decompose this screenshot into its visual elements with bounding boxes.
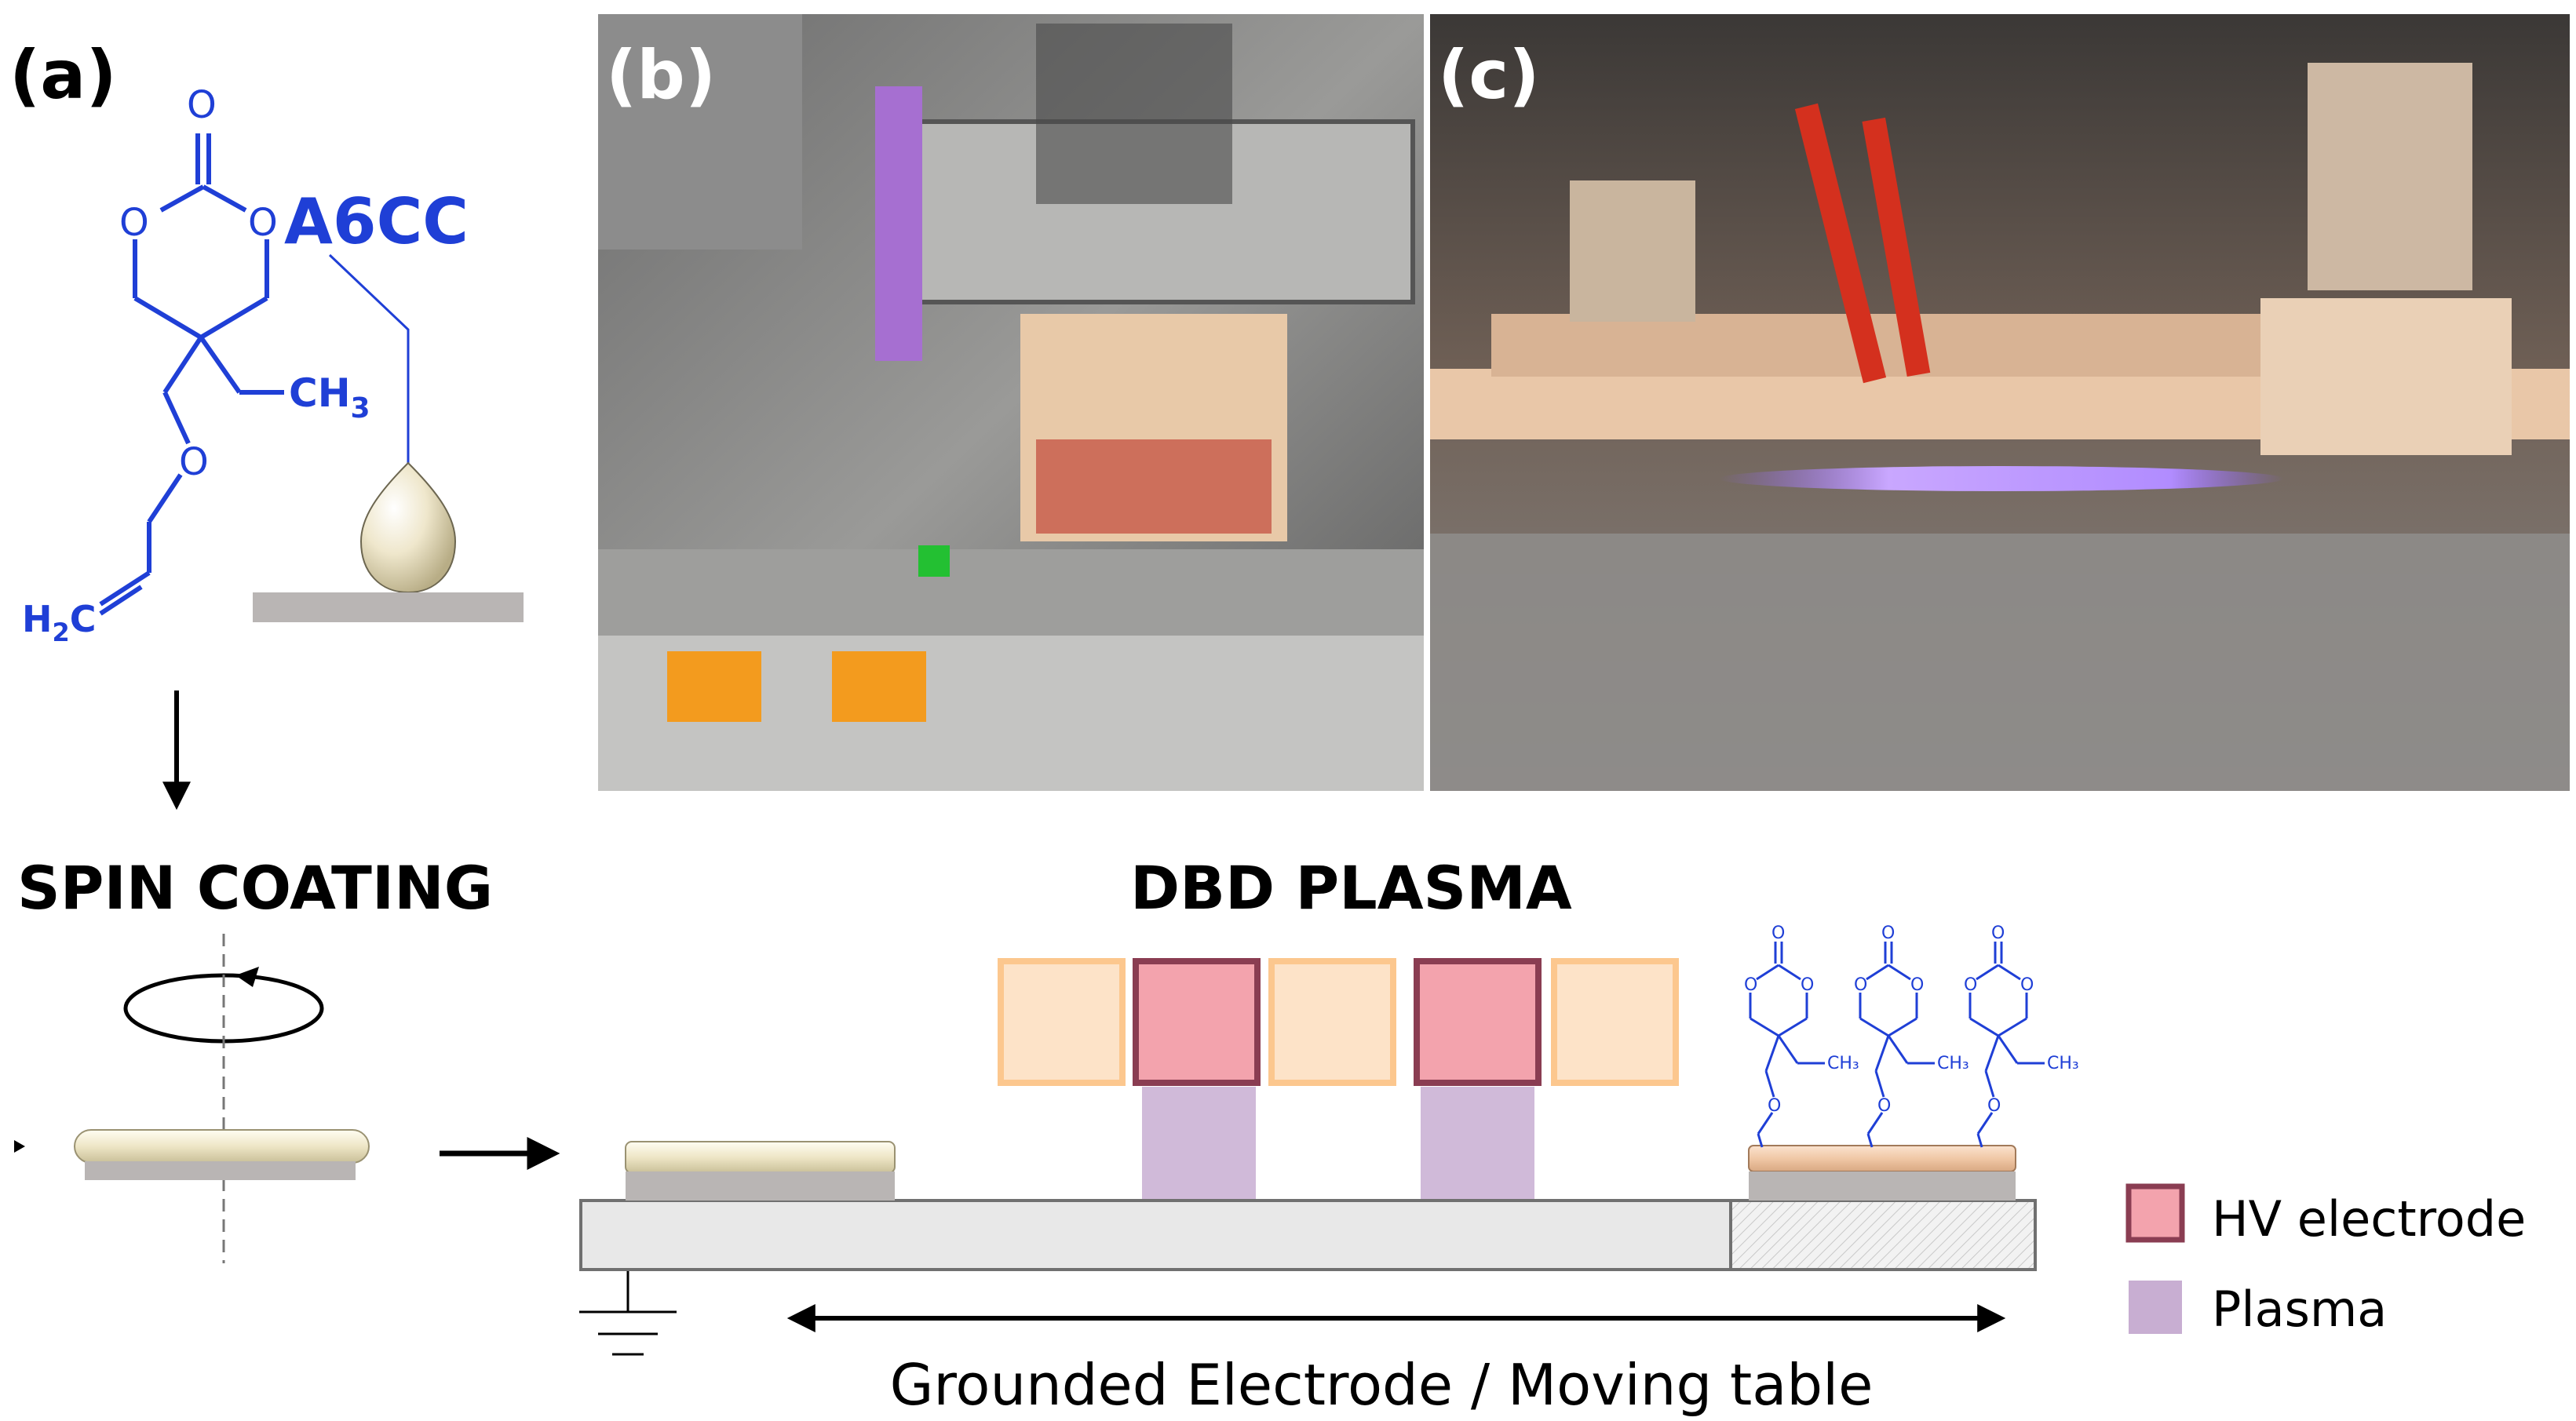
electrode-hv-1 [1133, 958, 1261, 1086]
molecule-name: A6CC [284, 185, 469, 258]
atom-o-ring-right: O [248, 201, 278, 245]
plasma-zone-2 [1421, 1087, 1534, 1201]
grafted-molecule-1 [1749, 942, 1825, 1148]
electrode-array [998, 958, 1679, 1086]
grafted-molecule-2 [1859, 942, 1935, 1148]
grafted-o-3b: O [1964, 975, 1977, 995]
table-axis-label: Grounded Electrode / Moving table [890, 1352, 1874, 1418]
methyl-group: CH3 [289, 370, 370, 424]
legend-swatch-plasma [2129, 1281, 2182, 1334]
atom-o-carbonyl: O [187, 83, 217, 127]
grafted-o-3a: O [1991, 924, 2005, 943]
photo-b [598, 14, 1424, 791]
grafted-o-1c: O [1801, 975, 1814, 995]
grafted-o-3c: O [2020, 975, 2034, 995]
panel-label-c: (c) [1438, 36, 1540, 115]
grafted-o-2b: O [1854, 975, 1867, 995]
grafted-o-1a: O [1771, 924, 1785, 943]
atom-o-ether: O [179, 440, 209, 484]
grafted-o-1d: O [1768, 1096, 1781, 1116]
molecule-connector [328, 253, 410, 463]
grafted-ch3-1: CH₃ [1827, 1054, 1859, 1073]
grafted-o-1b: O [1744, 975, 1757, 995]
electrode-inactive-1 [998, 958, 1126, 1086]
moving-table-hatched [1729, 1199, 2037, 1271]
grafted-o-2d: O [1877, 1096, 1891, 1116]
grafted-ch3-2: CH₃ [1937, 1054, 1969, 1073]
legend-swatch-hv [2125, 1183, 2185, 1243]
droplet [359, 461, 457, 594]
photo-c [1430, 14, 2570, 791]
sample-substrate-before [626, 1171, 895, 1201]
sample-coating-after [1748, 1145, 2016, 1172]
grafted-molecule-3 [1968, 942, 2045, 1148]
grafted-ch3-3: CH₃ [2047, 1054, 2079, 1073]
moving-table [579, 1199, 1732, 1271]
a6cc-molecule [99, 133, 284, 616]
legend: HV electrode Plasma [2125, 1183, 2526, 1338]
legend-label-plasma: Plasma [2212, 1281, 2387, 1338]
vinyl-group: H2C [22, 598, 97, 647]
plasma-zone-1 [1142, 1087, 1256, 1201]
grafted-o-2a: O [1881, 924, 1895, 943]
panel-label-a: (a) [9, 36, 117, 115]
electrode-inactive-2 [1268, 958, 1396, 1086]
sample-film-before [625, 1141, 896, 1174]
electrode-inactive-3 [1551, 958, 1679, 1086]
grafted-o-3d: O [1987, 1096, 2001, 1116]
sample-substrate-after [1749, 1171, 2016, 1201]
ground-icon [579, 1271, 677, 1356]
atom-o-ring-left: O [119, 201, 149, 245]
substrate-initial [253, 592, 524, 622]
spin-coater [14, 934, 370, 1263]
panel-label-b: (b) [606, 36, 716, 115]
electrode-hv-2 [1414, 958, 1542, 1086]
grafted-o-2c: O [1910, 975, 1924, 995]
legend-label-hv: HV electrode [2212, 1190, 2526, 1248]
dbd-plasma-label: DBD PLASMA [1130, 853, 1572, 923]
spin-coating-label: SPIN COATING [17, 853, 493, 923]
